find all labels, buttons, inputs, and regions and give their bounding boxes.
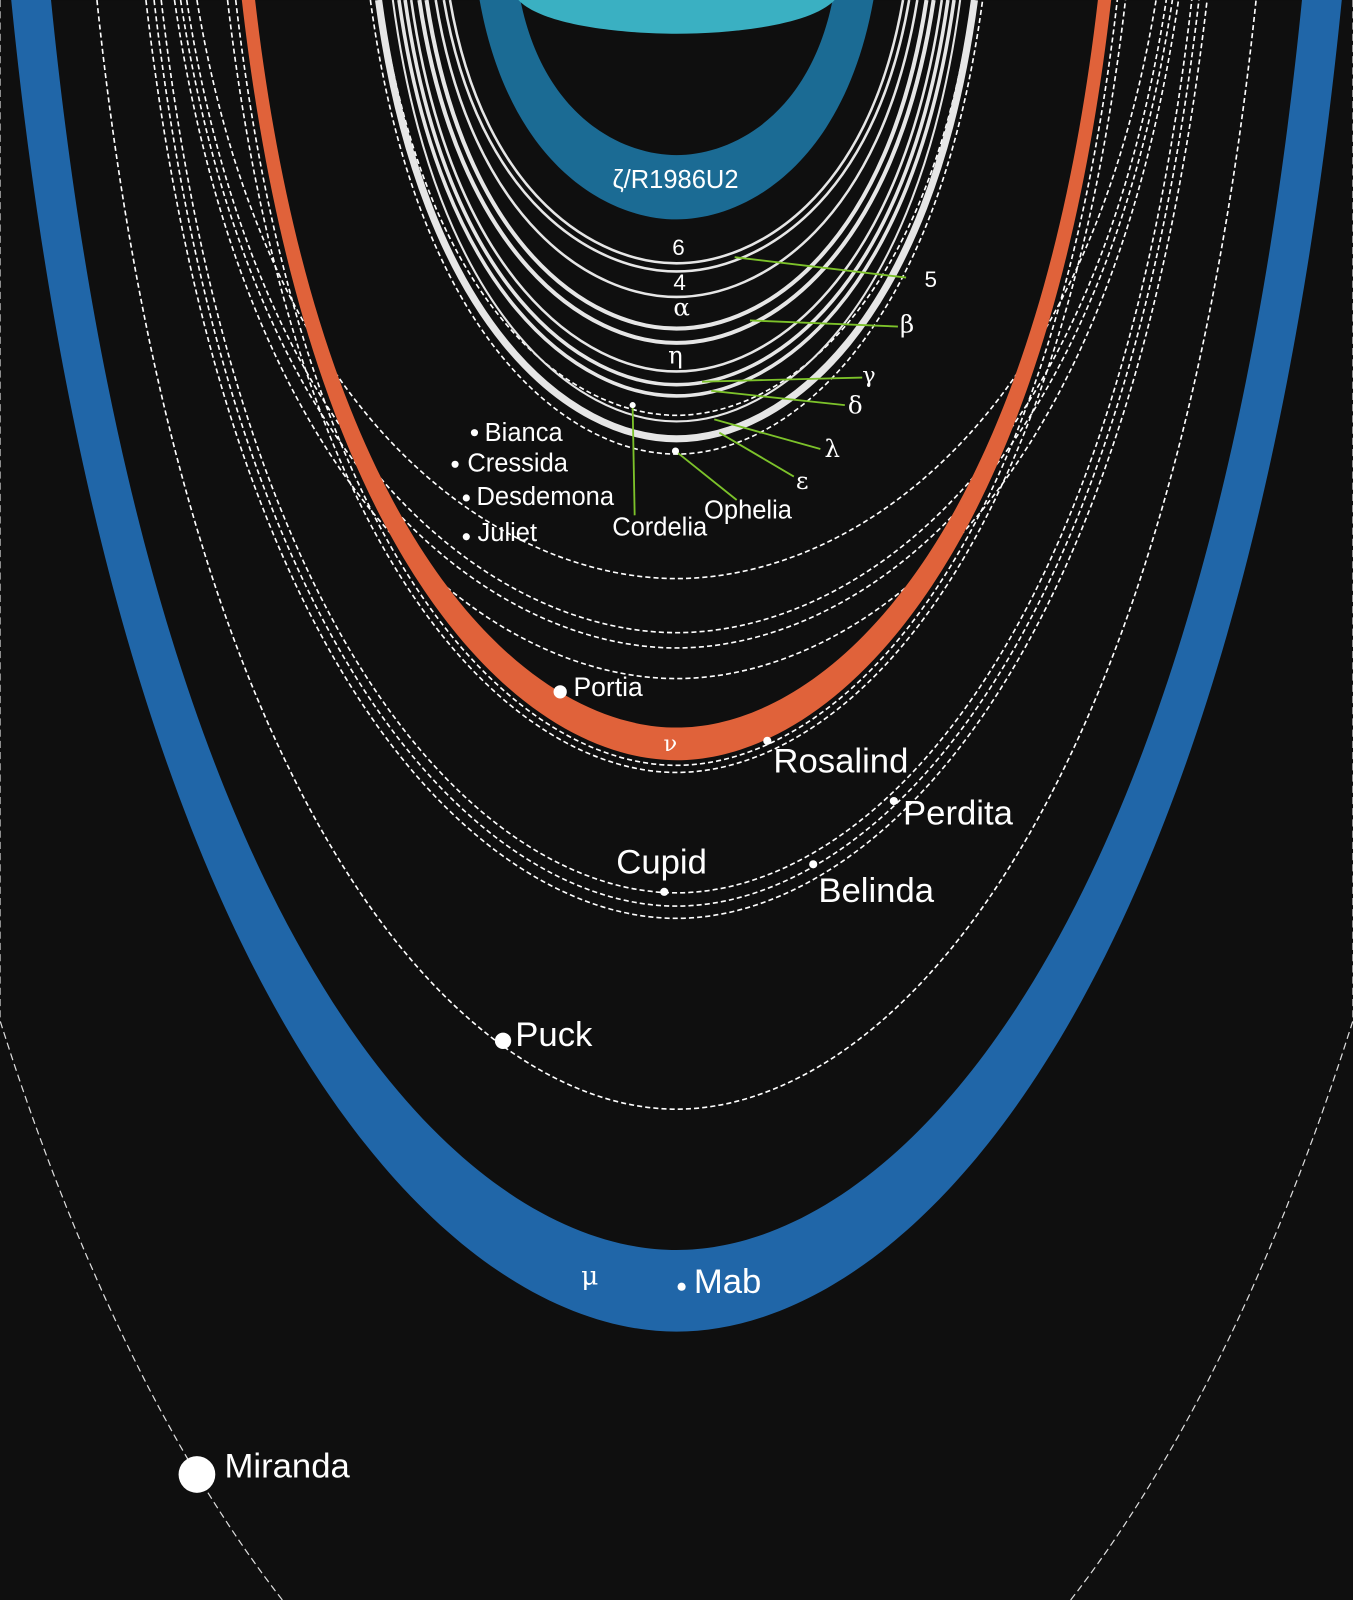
orbit-desdemona (179, 0, 1174, 649)
ring-beta (417, 0, 936, 345)
moon-cupid-dot (660, 887, 669, 896)
ring-r4 (434, 0, 919, 299)
ring-delta (397, 0, 956, 398)
moon-cordelia-dot (629, 402, 636, 409)
ring-zeta (479, 0, 874, 220)
ring-lambda (391, 0, 962, 423)
moon-label-miranda: Miranda (224, 1448, 350, 1486)
moon-label-desdemona: Desdemona (477, 483, 615, 511)
ring-gamma (403, 0, 950, 387)
orbit-belinda (153, 0, 1200, 907)
ring-label-zeta: ζ/R1986U2 (612, 166, 738, 194)
moon-perdita-dot (889, 796, 898, 806)
moon-label-rosalind: Rosalind (773, 742, 908, 780)
moon-bianca-dot (470, 429, 479, 437)
orbit-cordelia (379, 0, 974, 417)
ring-label-gamma: γ (862, 363, 875, 389)
moon-label-puck: Puck (515, 1016, 593, 1054)
moon-belinda-dot (809, 860, 818, 869)
orbit-cupid (160, 0, 1193, 894)
leader-line (734, 256, 907, 279)
leader-line (749, 319, 898, 328)
ring-label-eta: η (668, 340, 683, 369)
moon-label-cressida: Cressida (467, 449, 568, 477)
orbit-rosalind (226, 0, 1127, 774)
ring-label-beta: β (900, 310, 914, 339)
ring-label-4: 4 (673, 270, 685, 295)
ring-r6 (448, 0, 905, 265)
leader-line (674, 450, 738, 501)
moon-label-belinda: Belinda (818, 872, 934, 910)
ring-eta (409, 0, 944, 373)
orbit-cressida (185, 0, 1168, 634)
leader-line (714, 418, 821, 450)
planet-uranus (518, 0, 835, 34)
moon-juliet-dot (462, 533, 470, 541)
moon-desdemona-dot (462, 494, 470, 502)
orbit-juliet (173, 0, 1180, 680)
leader-line (711, 389, 845, 407)
moon-label-bianca: Bianca (485, 419, 564, 447)
ring-label-nu: ν (664, 731, 678, 757)
orbit-perdita (145, 0, 1208, 920)
ring-epsilon (375, 0, 978, 443)
moon-ophelia-dot (671, 447, 680, 455)
leader-line (701, 376, 863, 383)
moon-puck-dot (494, 1032, 512, 1049)
ring-alpha (424, 0, 929, 331)
ring-label-delta: δ (848, 390, 863, 419)
ring-label-mu: μ (581, 1261, 598, 1292)
moon-label-perdita: Perdita (903, 794, 1014, 832)
moon-miranda-dot (178, 1456, 216, 1493)
moon-label-portia: Portia (573, 672, 643, 702)
ring-label-lambda: λ (824, 434, 840, 463)
ring-r5 (442, 0, 911, 273)
ring-label-5: 5 (924, 267, 936, 292)
moon-portia-dot (553, 685, 567, 699)
moon-label-juliet: Juliet (478, 519, 538, 547)
ring-label-6: 6 (672, 235, 684, 260)
moon-label-mab: Mab (694, 1263, 761, 1301)
moon-mab-dot (677, 1282, 686, 1291)
leader-line (631, 405, 636, 516)
moon-label-ophelia: Ophelia (704, 496, 793, 524)
ring-label-epsilon: ε (796, 466, 809, 495)
moon-label-cordelia: Cordelia (612, 514, 708, 542)
moon-rosalind-dot (763, 736, 772, 745)
leader-line (718, 431, 795, 478)
moon-cressida-dot (451, 460, 459, 468)
moon-label-cupid: Cupid (616, 843, 707, 881)
ring-label-alpha: α (673, 292, 690, 321)
